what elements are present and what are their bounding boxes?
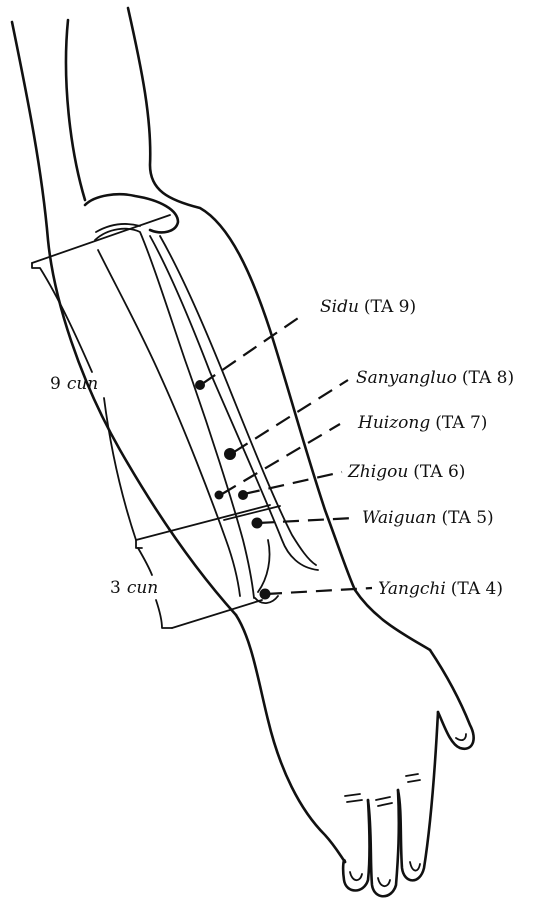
measure-9-cun-number: 9 [50,374,61,394]
label-sanyangluo: Sanyangluo(TA 8) [356,368,514,388]
index-finger [398,712,438,880]
label-zhigou-code: (TA 6) [413,462,465,482]
leader-line-sidu [202,314,304,384]
measure-3-cun-label: 3 cun [110,578,158,598]
arm-outline [12,8,430,650]
measure-9-cun-unit: cun [67,374,98,394]
label-sidu-name: Sidu [320,297,359,317]
point-marker-zhigou [238,490,248,500]
knuckle-creases [345,774,420,806]
measure-3-cun-number: 3 [110,578,121,598]
label-sanyangluo-code: (TA 8) [462,368,514,388]
label-waiguan-code: (TA 5) [441,508,493,528]
measure-3-cun-unit: cun [127,578,158,598]
label-huizong-code: (TA 7) [435,413,487,433]
acupoint-labels: Sidu(TA 9) Sanyangluo(TA 8) Huizong(TA 7… [320,297,514,599]
point-marker-yangchi [260,589,271,600]
label-sidu-code: (TA 9) [364,297,416,317]
measure-3-cun-bottom-line [172,600,262,628]
measure-9-cun-bracket-upper [32,263,92,372]
label-yangchi: Yangchi(TA 4) [378,579,503,599]
elbow-outline [85,194,178,232]
measure-9-cun-bracket-lower [104,398,142,548]
label-huizong: Huizong(TA 7) [357,413,487,433]
measure-9-cun-label: 9 cun [50,374,98,394]
upper-arm-right-contour [128,8,430,650]
label-sanyangluo-name: Sanyangluo [356,368,457,388]
label-waiguan-name: Waiguan [362,508,436,528]
middle-finger [368,790,399,896]
hand-left-contour [236,615,345,862]
forearm-bones [95,229,318,603]
label-zhigou-name: Zhigou [347,462,408,482]
hand [236,615,474,896]
ring-finger [343,800,369,891]
point-marker-waiguan [252,518,263,529]
label-yangchi-name: Yangchi [378,579,446,599]
label-yangchi-code: (TA 4) [451,579,503,599]
label-huizong-name: Huizong [357,413,430,433]
measure-3-cun-bracket-upper [138,548,152,575]
point-marker-sidu [195,380,205,390]
ulna-inner-edge [98,250,240,596]
leader-line-huizong [222,424,340,494]
upper-arm-left-contour [12,22,236,615]
measure-3-cun-bracket-lower [156,600,172,628]
label-waiguan: Waiguan(TA 5) [362,508,494,528]
inner-arm-contour [66,20,85,200]
point-marker-sanyangluo [224,448,236,460]
label-sidu: Sidu(TA 9) [320,297,416,317]
point-marker-huizong [215,491,224,500]
label-zhigou: Zhigou(TA 6) [347,462,465,482]
